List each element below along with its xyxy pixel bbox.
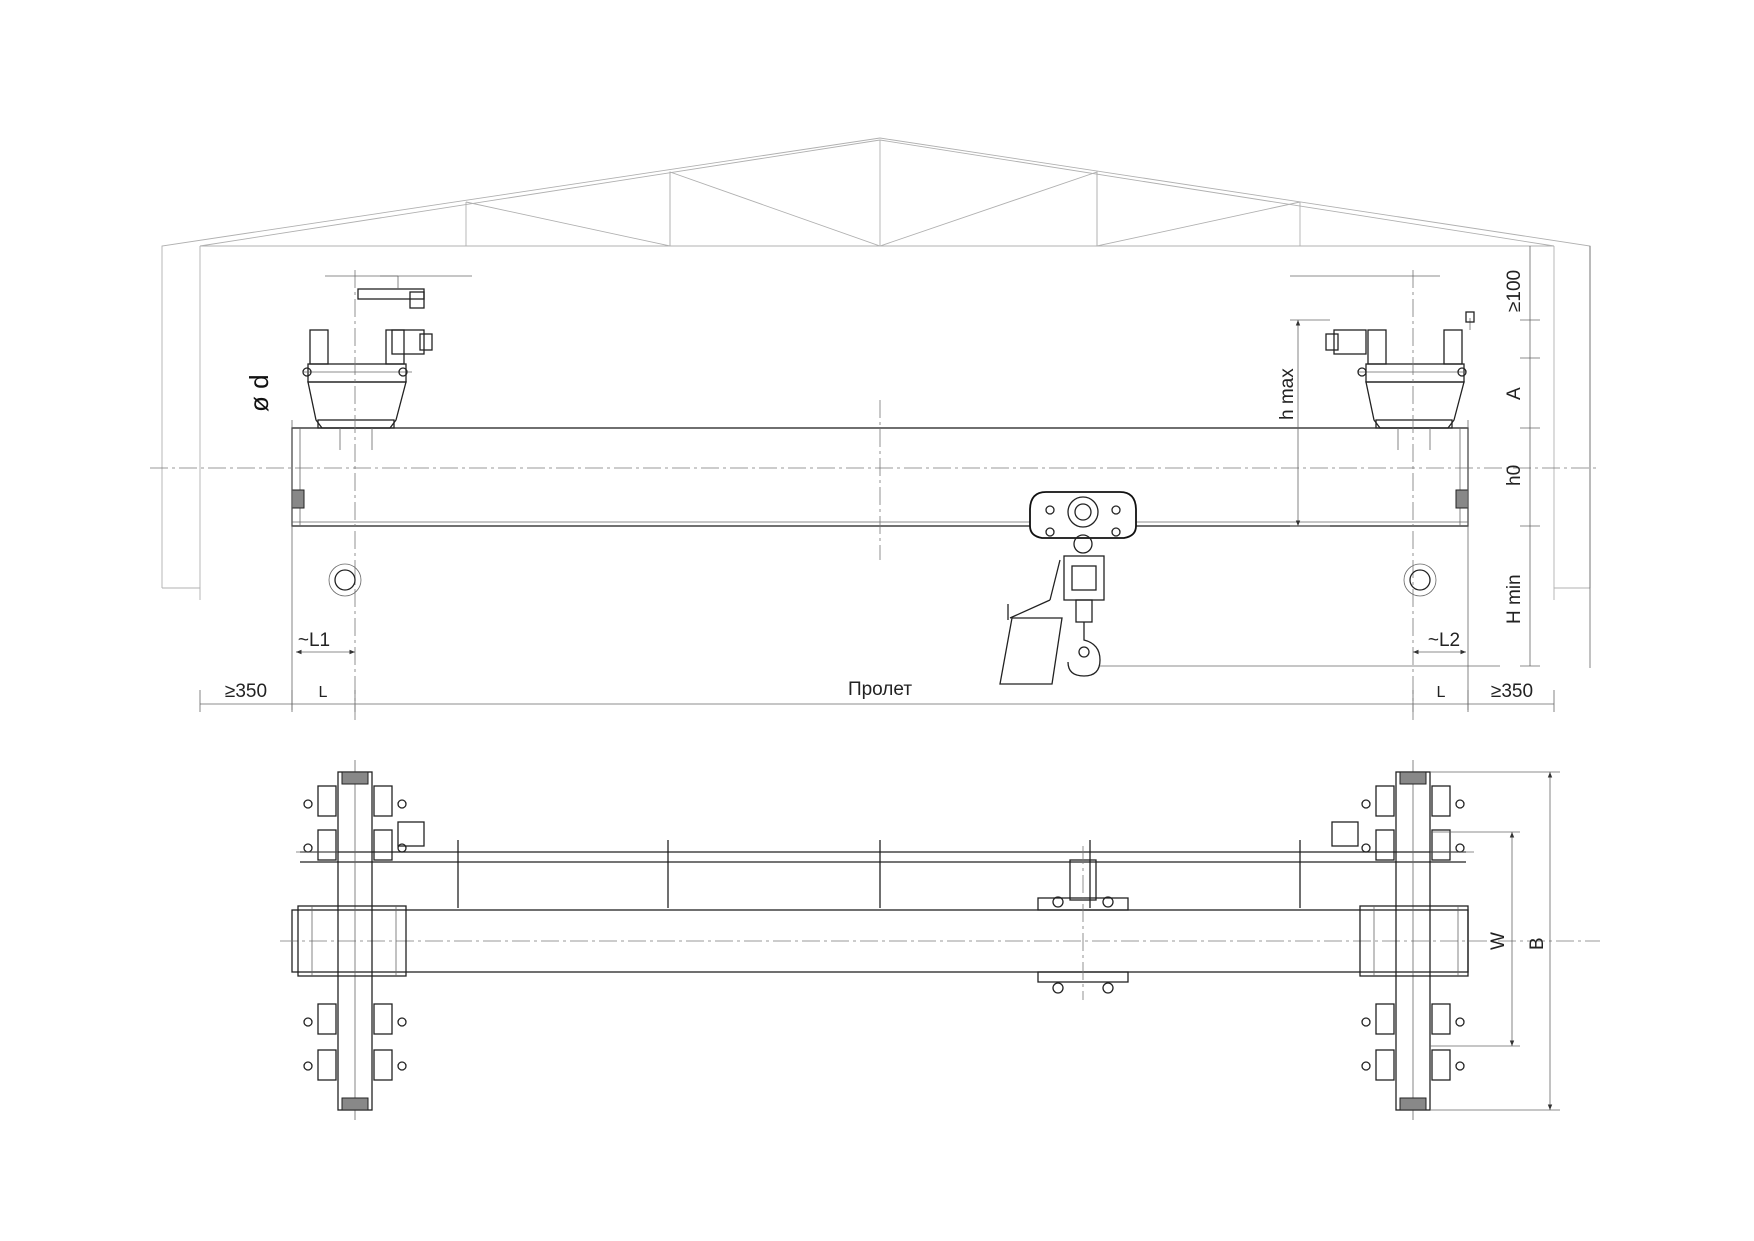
clear-left-label: ≥350 (225, 681, 267, 702)
l1-label: ~L1 (298, 630, 330, 651)
h0-label: h0 (1504, 465, 1525, 486)
left-end-carriage (302, 270, 472, 720)
hoist (999, 491, 1500, 685)
span-label: Пролет (848, 679, 912, 700)
clear-right-label: ≥350 (1491, 681, 1533, 702)
crane-plan (280, 760, 1600, 1120)
l2-label: ~L2 (1428, 630, 1460, 651)
diameter-label: ø d (244, 374, 274, 412)
vertical-dimensions (1290, 246, 1540, 667)
building-outline (161, 137, 1591, 600)
right-end-carriage (1290, 270, 1475, 720)
elevation-dimensions (199, 246, 1591, 712)
left-end-beam-plan (296, 760, 425, 1120)
crane-elevation (150, 270, 1600, 720)
h-max-label: h max (1277, 368, 1298, 420)
top-clear-label: ≥100 (1504, 270, 1525, 312)
l-right-label: L (1437, 684, 1446, 701)
l-left-label: L (319, 684, 328, 701)
a-label: A (1504, 387, 1525, 400)
w-label: W (1488, 932, 1509, 950)
right-end-beam-plan (1331, 760, 1474, 1120)
h-min-label: H min (1504, 574, 1525, 624)
b-label: B (1527, 937, 1548, 950)
